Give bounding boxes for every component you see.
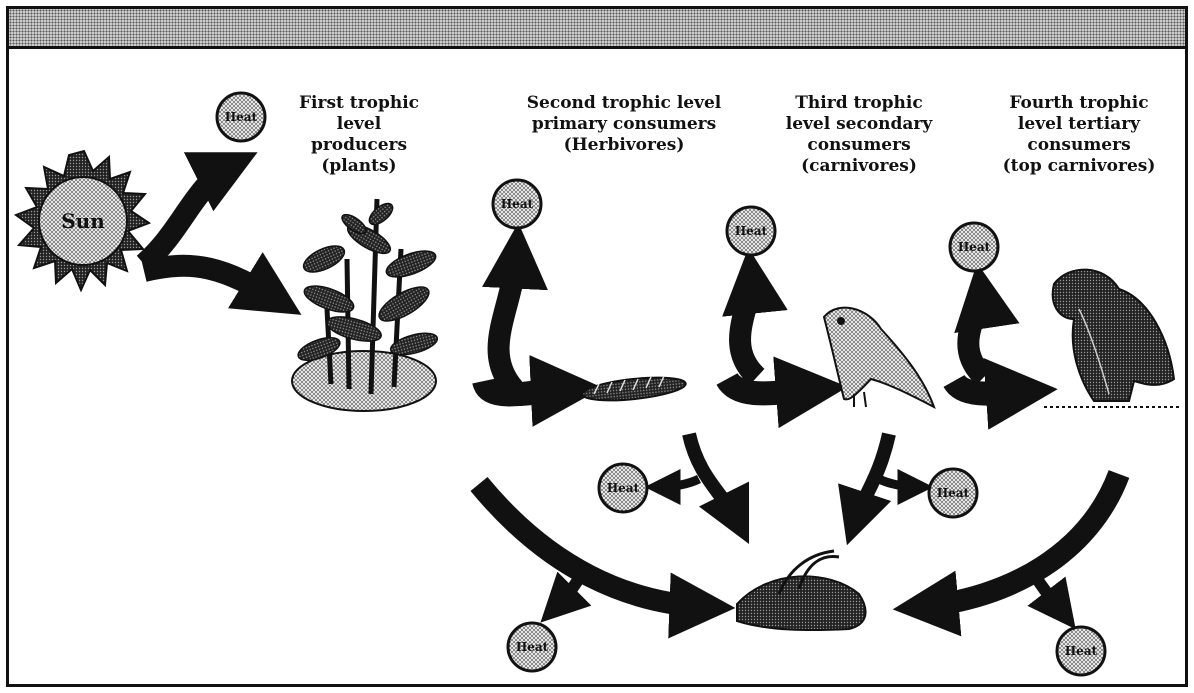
sun-arrows (144, 164, 279, 301)
sun: Sun (16, 151, 149, 290)
herbivore-arrows (727, 274, 819, 393)
svg-text:Heat: Heat (225, 110, 258, 124)
hawk-illustration (1044, 270, 1179, 407)
producer-arrows (484, 249, 574, 394)
svg-text:Heat: Heat (607, 481, 640, 495)
svg-text:Heat: Heat (958, 240, 991, 254)
heat-circle-right-bottom: Heat (1057, 627, 1105, 675)
svg-text:Heat: Heat (735, 224, 768, 238)
heat-circle-carnivore-respiration: Heat (929, 469, 977, 517)
plant-illustration (292, 199, 440, 411)
heat-circle-herbivore-respiration: Heat (599, 464, 647, 512)
decomposer-illustration (737, 551, 866, 630)
caterpillar-illustration (581, 374, 687, 405)
heat-circle-herbivores: Heat (727, 207, 775, 255)
svg-text:Heat: Heat (1065, 644, 1098, 658)
svg-text:Heat: Heat (516, 640, 549, 654)
diagram-frame: Sun Heat (6, 6, 1188, 687)
heat-circle-left-bottom: Heat (508, 623, 556, 671)
svg-text:Heat: Heat (937, 486, 970, 500)
heat-circle-secondary: Heat (950, 223, 998, 271)
svg-text:Heat: Heat (501, 197, 534, 211)
bird-illustration (824, 308, 934, 407)
secondary-arrows (954, 289, 1029, 394)
heat-circle-sun: Heat (217, 93, 265, 141)
sun-label: Sun (61, 209, 105, 233)
heat-circle-producers: Heat (493, 180, 541, 228)
